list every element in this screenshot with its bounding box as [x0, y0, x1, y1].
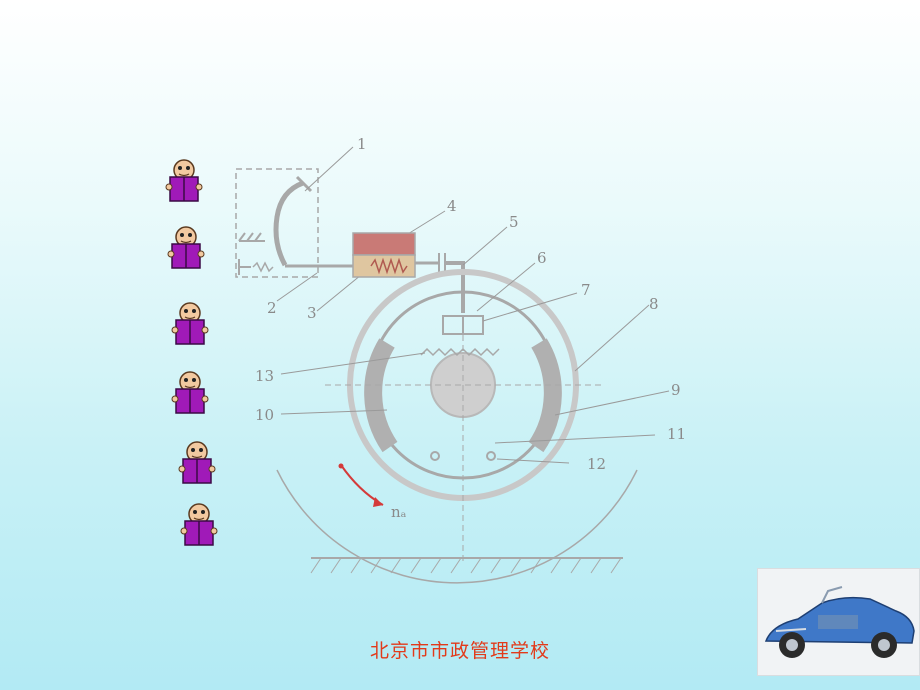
reading-character-icon	[180, 503, 218, 546]
part-label-2: 2	[267, 299, 277, 317]
part-label-5: 5	[509, 213, 519, 231]
part-label-12: 12	[587, 455, 606, 473]
part-label-10: 10	[255, 406, 274, 424]
part-label-6: 6	[537, 249, 547, 267]
car-cutaway-icon	[764, 586, 915, 658]
part-label-13: 13	[255, 367, 274, 385]
part-label-7: 7	[581, 281, 591, 299]
part-label-3: 3	[307, 304, 317, 322]
car-thumbnail	[757, 568, 920, 676]
reading-character-icon	[171, 302, 209, 345]
part-label-8: 8	[649, 295, 659, 313]
drum-brake-diagram: 1 2 3 4 5 6 7 8 9 10 11 12 13 nₐ	[235, 135, 686, 584]
rotation-label: nₐ	[391, 503, 407, 521]
reading-character-icon	[167, 226, 205, 269]
reading-character-icon	[178, 441, 216, 484]
reading-character-icon	[171, 371, 209, 414]
part-label-4: 4	[447, 197, 457, 215]
part-label-11: 11	[667, 425, 686, 443]
reading-character-icon	[165, 159, 203, 202]
part-label-9: 9	[671, 381, 681, 399]
part-label-1: 1	[357, 135, 367, 153]
school-name-footer: 北京市市政管理学校	[369, 640, 550, 662]
